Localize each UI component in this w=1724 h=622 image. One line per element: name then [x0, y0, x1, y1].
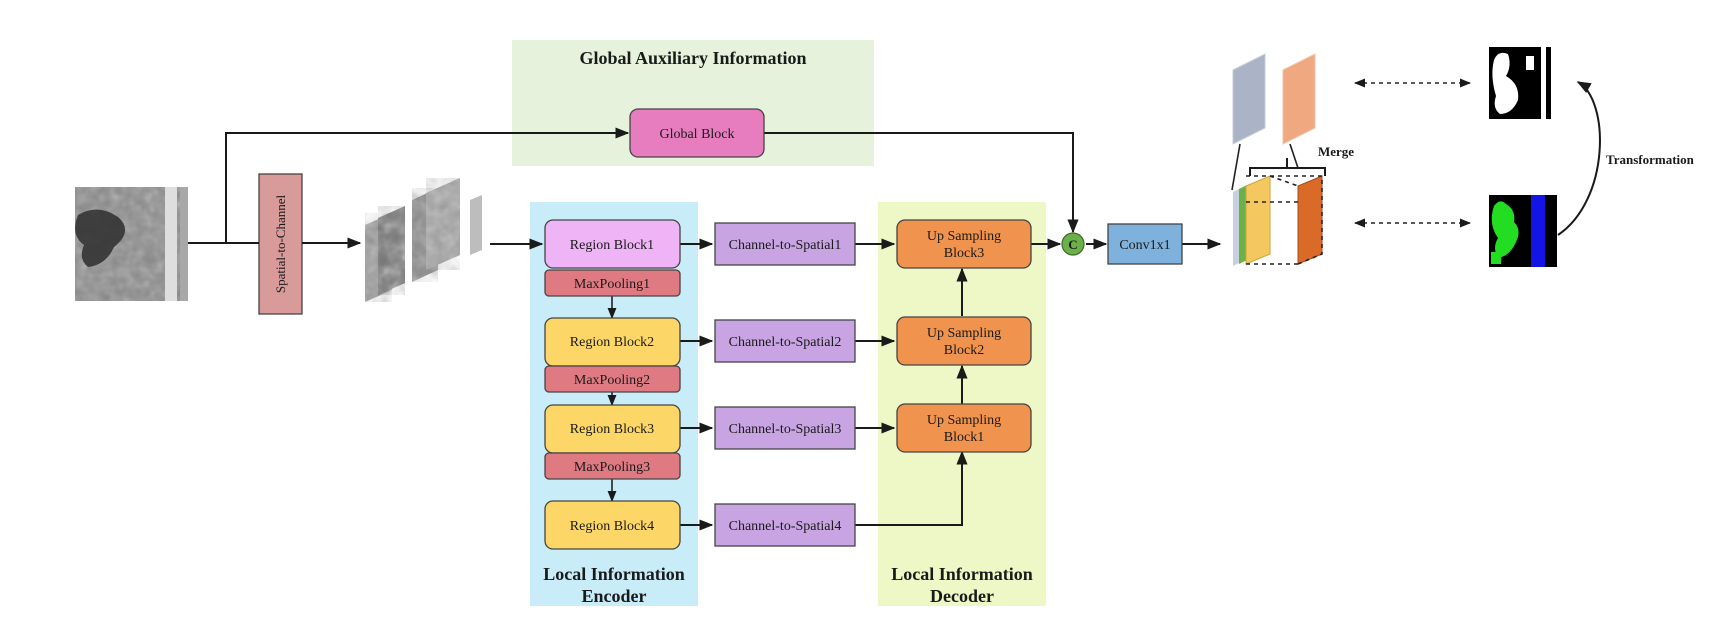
input-image [75, 187, 188, 301]
global-aux-title: Global Auxiliary Information [579, 48, 806, 68]
up-sampling-block-3 [896, 219, 1032, 269]
channel-to-spatial-2 [714, 319, 856, 363]
up-sampling-block-2-label-2: Block2 [944, 343, 984, 358]
channel-to-spatial-4 [714, 503, 856, 547]
region-block-1-label: Region Block1 [570, 238, 654, 253]
up-sampling-block-1 [896, 403, 1032, 453]
up-sampling-block-2-label-1: Up Sampling [927, 326, 1001, 341]
encoder-title-line1: Local Information [543, 564, 685, 584]
region-block-4-label: Region Block4 [570, 519, 654, 534]
transformation-label: Transformation [1606, 152, 1695, 167]
merge-bracket [1249, 158, 1326, 176]
conv1x1-label: Conv1x1 [1119, 238, 1170, 253]
merge-label: Merge [1318, 144, 1354, 159]
up-sampling-block-2 [896, 316, 1032, 366]
binary-mask-image [1489, 47, 1557, 119]
spatial-to-channel-label: Spatial-to-Channel [273, 195, 288, 294]
channel-to-spatial-4-label: Channel-to-Spatial4 [729, 519, 842, 534]
decoder-title-line1: Local Information [891, 564, 1033, 584]
color-mask-image [1489, 195, 1557, 267]
encoder-title-line2: Encoder [582, 586, 647, 606]
region-block-4 [544, 500, 681, 550]
up-sampling-block-3-label-2: Block3 [944, 246, 984, 261]
maxpooling-2 [544, 365, 681, 393]
region-block-3-label: Region Block3 [570, 422, 654, 437]
concat-label: C [1068, 237, 1077, 252]
decoder-title-line2: Decoder [930, 586, 994, 606]
global-block [629, 108, 765, 158]
maxpooling-3-label: MaxPooling3 [574, 460, 650, 475]
global-block-label: Global Block [659, 127, 734, 142]
maxpooling-3 [544, 452, 681, 480]
region-block-1 [544, 219, 681, 269]
channel-to-spatial-2-label: Channel-to-Spatial2 [729, 335, 842, 350]
up-sampling-block-3-label-1: Up Sampling [927, 229, 1001, 244]
connectors [188, 127, 1222, 531]
channel-to-spatial-3-label: Channel-to-Spatial3 [729, 422, 842, 437]
transformation-arrow [1557, 81, 1601, 236]
channel-to-spatial-1-label: Channel-to-Spatial1 [729, 238, 842, 253]
region-block-2-label: Region Block2 [570, 335, 654, 350]
maxpooling-2-label: MaxPooling2 [574, 373, 650, 388]
up-sampling-block-1-label-1: Up Sampling [927, 413, 1001, 428]
output-feature-planes [1231, 53, 1323, 266]
up-sampling-block-1-label-2: Block1 [944, 430, 984, 445]
conv1x1-box [1107, 223, 1183, 265]
channel-to-spatial-3 [714, 406, 856, 450]
maxpooling-1-label: MaxPooling1 [574, 277, 650, 292]
patch-stack [365, 178, 482, 302]
concat-node [1061, 232, 1085, 256]
maxpooling-1 [544, 269, 681, 297]
channel-to-spatial-1 [714, 222, 856, 266]
